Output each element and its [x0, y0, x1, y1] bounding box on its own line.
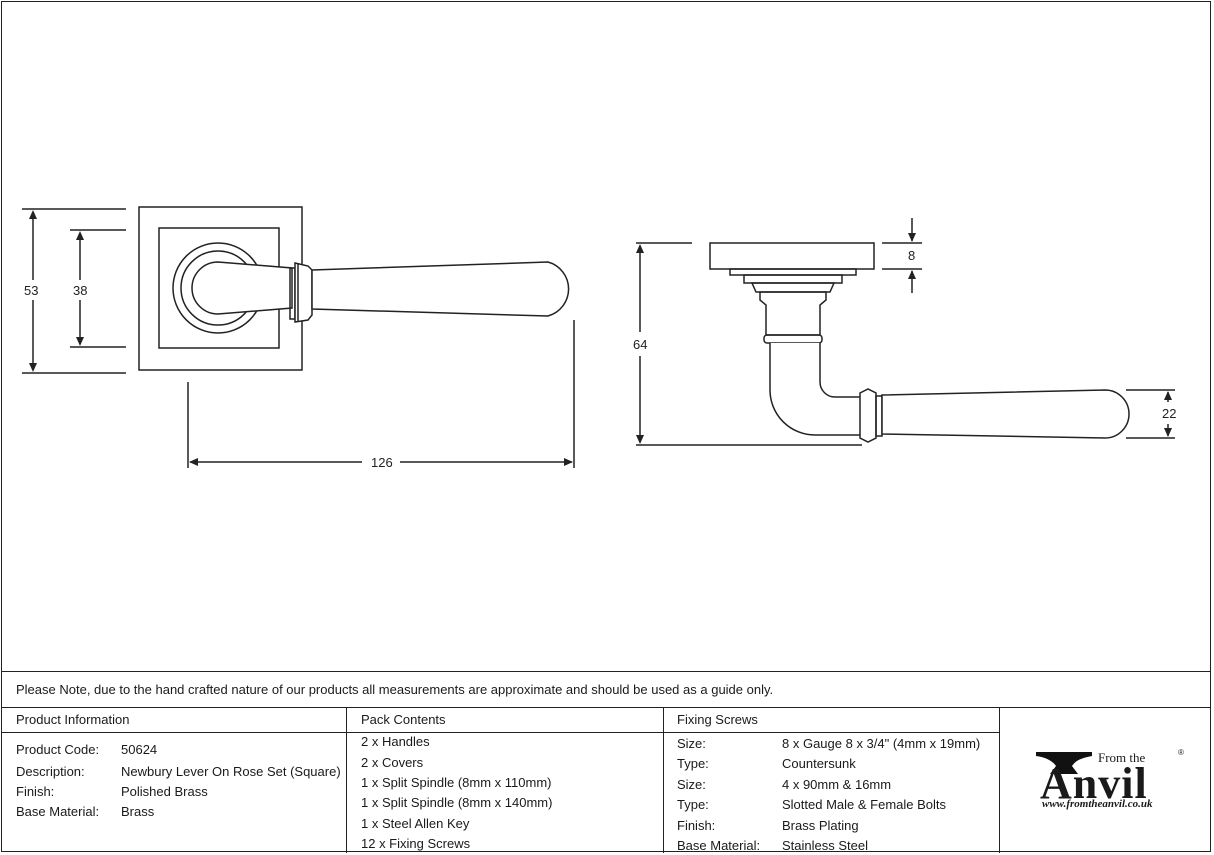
base-material-value: Brass — [121, 804, 155, 819]
screw-value: Countersunk — [782, 756, 856, 771]
screw-label: Base Material: — [677, 838, 761, 853]
screw-label: Size: — [677, 777, 706, 792]
side-neck-ring — [763, 334, 823, 344]
product-code-label: Product Code: — [16, 742, 100, 757]
dim-label-126: 126 — [371, 455, 393, 470]
dim-label-38: 38 — [73, 283, 87, 298]
logo-name: Anvil — [1040, 759, 1148, 808]
description-value: Newbury Lever On Rose Set (Square) — [121, 764, 341, 779]
dim-label-22: 22 — [1162, 406, 1176, 421]
pack-item: 1 x Steel Allen Key — [361, 816, 470, 831]
logo-url: www.fromtheanvil.co.uk — [1042, 798, 1153, 810]
finish-value: Polished Brass — [121, 784, 208, 799]
side-collar-ring — [875, 395, 883, 437]
screw-value: 4 x 90mm & 16mm — [782, 777, 892, 792]
fixing-screws-header: Fixing Screws — [677, 712, 758, 727]
disclaimer-note: Please Note, due to the hand crafted nat… — [16, 682, 774, 697]
side-elbow — [769, 343, 863, 436]
side-rose-plate — [709, 242, 875, 270]
technical-drawing: 53 38 126 64 8 22 — [22, 206, 1176, 470]
front-view — [22, 206, 575, 468]
base-material-label: Base Material: — [16, 804, 100, 819]
logo-registered: ® — [1178, 748, 1184, 757]
side-collar — [859, 388, 877, 443]
pack-item: 2 x Handles — [361, 734, 430, 749]
product-code-value: 50624 — [121, 742, 158, 757]
screw-value: 8 x Gauge 8 x 3/4" (4mm x 19mm) — [782, 736, 981, 751]
side-rose-step-2 — [743, 274, 843, 284]
screw-value: Brass Plating — [782, 818, 859, 833]
side-boss — [750, 282, 836, 293]
screw-value: Slotted Male & Female Bolts — [782, 797, 947, 812]
screw-label: Type: — [677, 756, 709, 771]
side-view — [636, 218, 1175, 446]
screw-value: Stainless Steel — [782, 838, 868, 853]
table-top-border — [1, 671, 1211, 672]
dim-label-53: 53 — [24, 283, 38, 298]
side-neck — [759, 291, 827, 336]
finish-label: Finish: — [16, 784, 55, 799]
logo-from-the: From the — [1098, 750, 1146, 765]
dim-label-8: 8 — [908, 248, 915, 263]
lever-body — [311, 261, 570, 317]
pack-item: 1 x Split Spindle (8mm x 140mm) — [361, 795, 553, 810]
column-divider — [663, 707, 664, 853]
collar — [294, 262, 313, 323]
screw-label: Size: — [677, 736, 706, 751]
pack-item: 12 x Fixing Screws — [361, 836, 471, 851]
column-divider — [346, 707, 347, 853]
pack-item: 1 x Split Spindle (8mm x 110mm) — [361, 775, 552, 790]
dim-label-64: 64 — [633, 337, 647, 352]
side-lever — [881, 389, 1130, 439]
side-rose-step — [729, 268, 857, 276]
anvil-icon — [1036, 752, 1092, 774]
product-information-header: Product Information — [16, 712, 130, 727]
description-label: Description: — [16, 764, 85, 779]
pack-contents-header: Pack Contents — [361, 712, 446, 727]
screw-label: Finish: — [677, 818, 716, 833]
note-divider — [1, 707, 1211, 708]
lever-neck — [191, 261, 293, 315]
screw-label: Type: — [677, 797, 709, 812]
pack-item: 2 x Covers — [361, 755, 424, 770]
column-divider — [999, 707, 1000, 853]
header-divider — [1, 732, 999, 733]
